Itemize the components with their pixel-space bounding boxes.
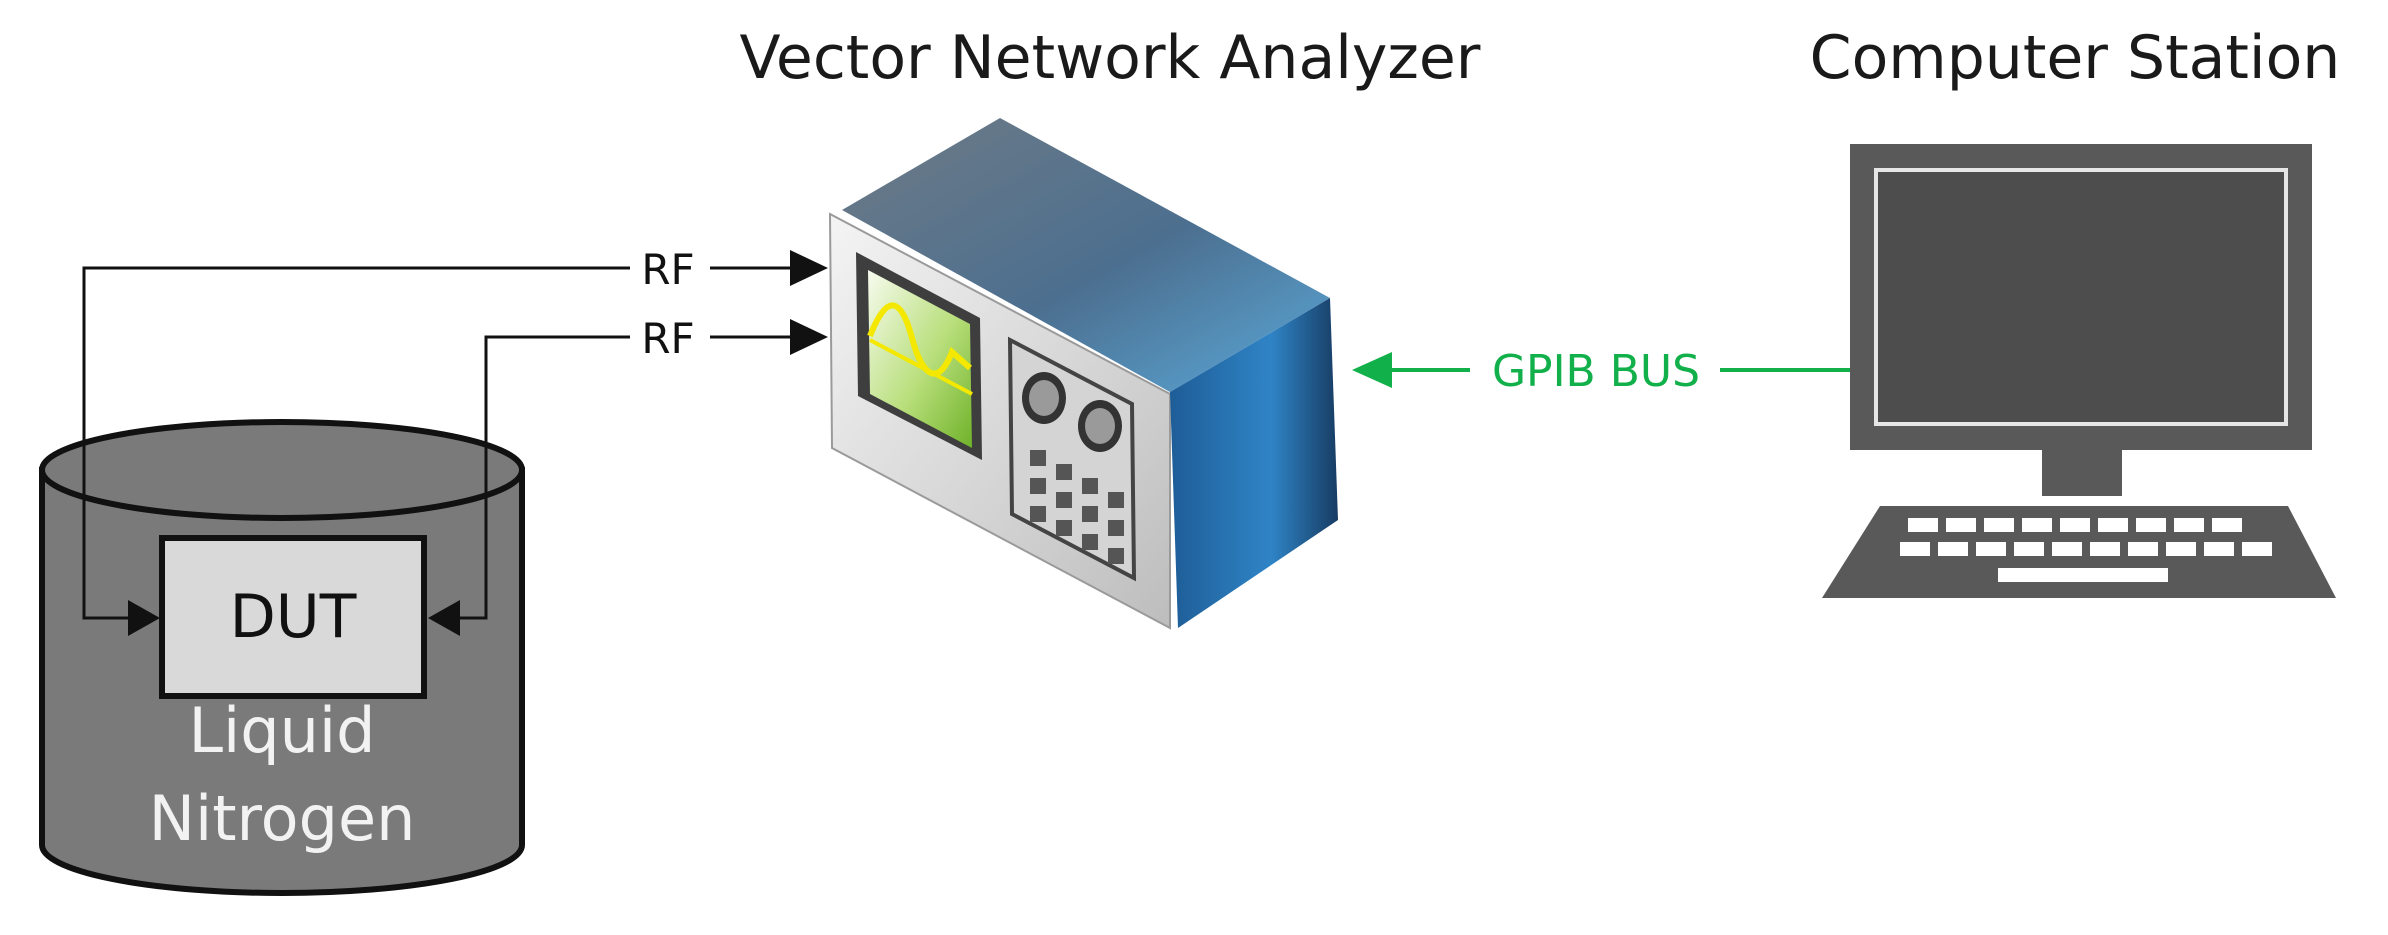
network-analyzer-icon — [828, 118, 1338, 630]
rf-cable-top — [82, 250, 828, 636]
gpib-bus-label: GPIB BUS — [1492, 346, 1700, 397]
spacebar — [1998, 568, 2168, 582]
nitrogen-label: Nitrogen — [149, 782, 416, 855]
desktop-computer-icon — [1822, 144, 2336, 598]
waveform-trace — [867, 302, 972, 377]
computer-title: Computer Station — [1810, 23, 2341, 93]
arrow-head-icon — [1352, 352, 1392, 388]
arrow-head-icon — [790, 250, 828, 286]
dut-label: DUT — [230, 582, 357, 652]
liquid-label: Liquid — [189, 694, 376, 767]
rf-cable-bottom — [428, 319, 828, 636]
monitor-screen — [1874, 168, 2288, 426]
vna-title: Vector Network Analyzer — [740, 23, 1481, 93]
arrow-head-icon — [428, 600, 460, 636]
dut-box — [159, 535, 427, 699]
monitor-stand — [2042, 450, 2122, 496]
rf-label-top: RF — [641, 245, 694, 294]
rf-label-bottom: RF — [641, 314, 694, 363]
arrow-head-icon — [128, 600, 160, 636]
arrow-head-icon — [790, 319, 828, 355]
gpib-bus-link — [1352, 352, 1850, 388]
